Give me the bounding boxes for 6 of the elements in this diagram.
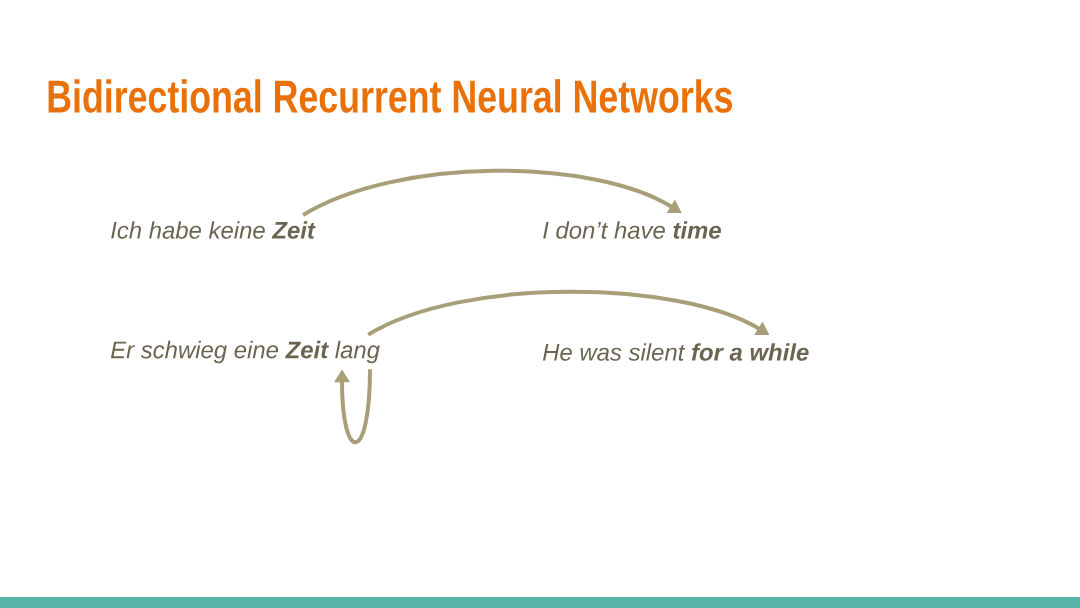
sentence: He was silent for a while (542, 343, 809, 361)
loop-arrow (334, 369, 372, 444)
sentence: Er schwieg eine Zeit lang (110, 340, 380, 364)
sentence: Ich habe keine Zeit (111, 221, 316, 239)
sentence: I don’t have time (543, 221, 721, 239)
title: Bidirectional Recurrent Neural Networks (48, 79, 732, 113)
